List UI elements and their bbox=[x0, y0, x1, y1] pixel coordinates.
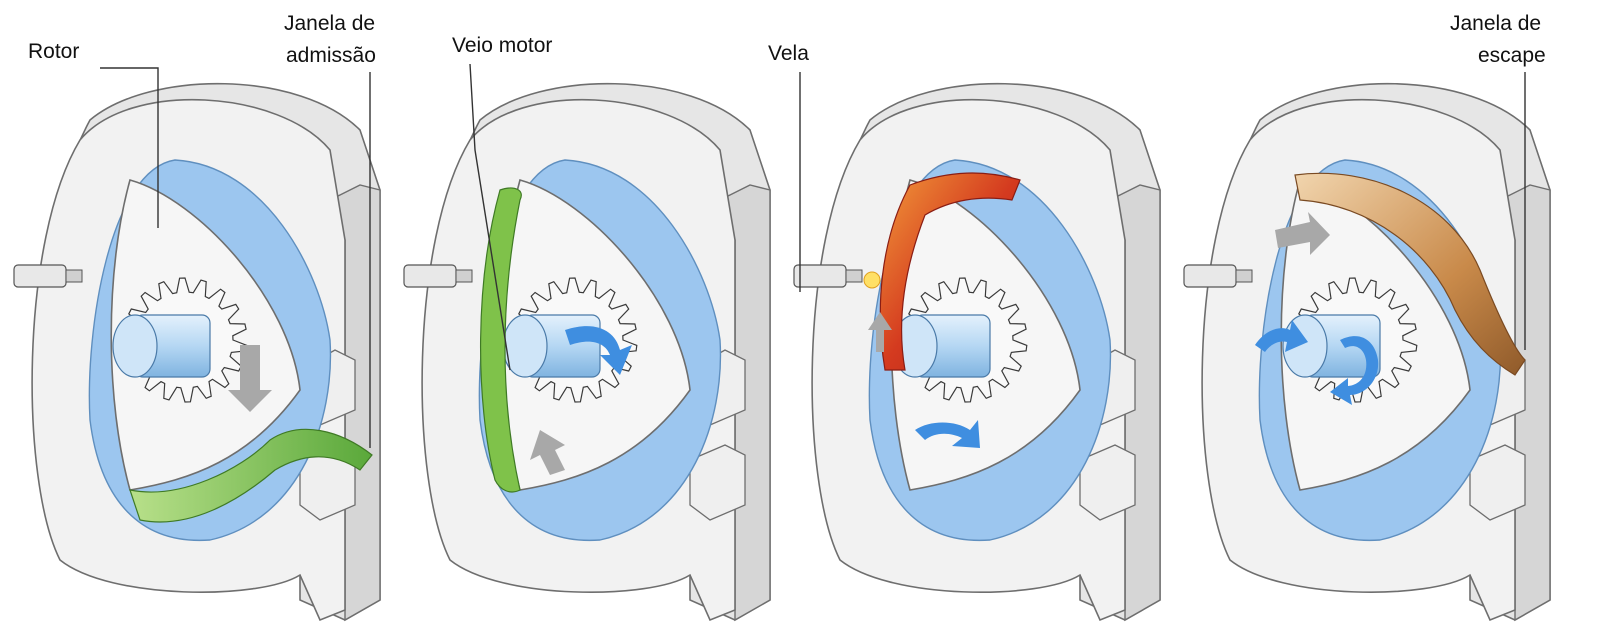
spark-plug-tip bbox=[456, 270, 472, 282]
spark-plug-icon bbox=[14, 265, 66, 287]
intake-port-label-line2: admissão bbox=[286, 44, 376, 67]
stage-compression bbox=[404, 84, 770, 620]
rotor-label: Rotor bbox=[28, 40, 79, 63]
spark-plug-icon bbox=[1184, 265, 1236, 287]
stage-combustion bbox=[794, 84, 1160, 620]
stage-intake bbox=[14, 84, 380, 620]
exhaust-port-label-line2: escape bbox=[1478, 44, 1546, 67]
spark-plug-label: Vela bbox=[768, 42, 809, 65]
spark-plug-tip bbox=[66, 270, 82, 282]
exhaust-port-label-line1: Janela de bbox=[1450, 12, 1541, 35]
stage-exhaust bbox=[1184, 84, 1550, 620]
intake-port-label-line1: Janela de bbox=[284, 12, 375, 35]
spark-plug-icon bbox=[794, 265, 846, 287]
shaft-label: Veio motor bbox=[452, 34, 552, 57]
spark-plug-icon bbox=[404, 265, 456, 287]
spark-plug-tip bbox=[1236, 270, 1252, 282]
shaft-end bbox=[113, 315, 157, 377]
spark-plug-tip bbox=[846, 270, 862, 282]
spark-icon bbox=[864, 272, 880, 288]
